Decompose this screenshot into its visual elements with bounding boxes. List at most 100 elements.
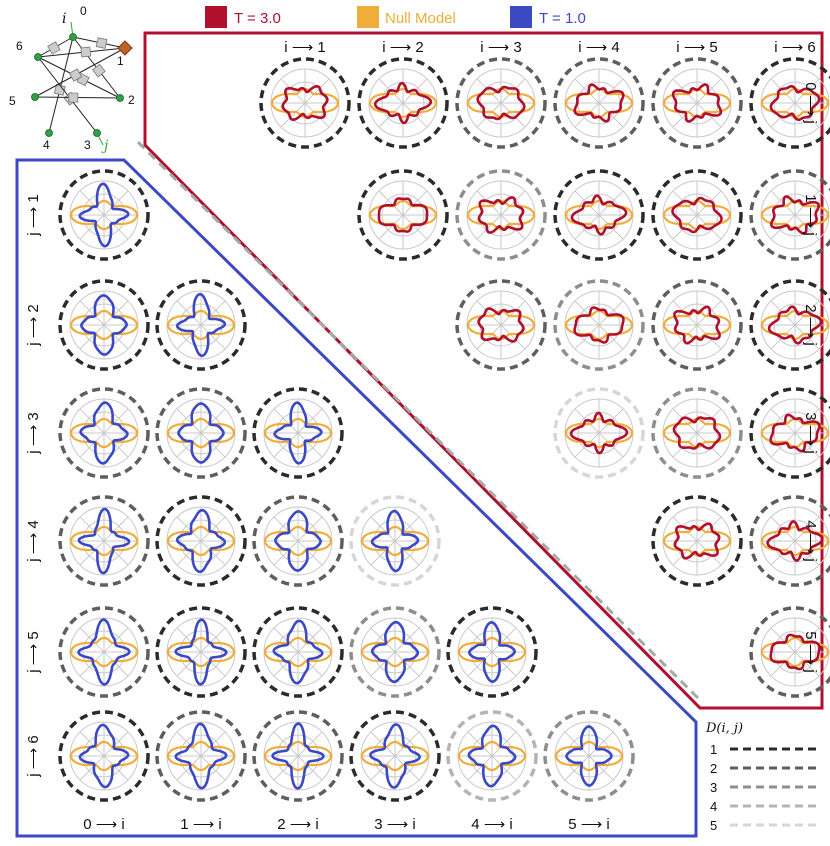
null-model-curve [466, 87, 536, 119]
t1-curve [565, 725, 613, 787]
cell-upper-r1-c1 [357, 169, 449, 261]
distance-level-label: 4 [710, 799, 717, 814]
cell-upper-r0-c5 [749, 57, 830, 149]
graph-edge-factor [68, 68, 83, 82]
distance-ring [58, 279, 150, 371]
distance-level-label: 1 [710, 742, 717, 757]
t1-curve [77, 618, 131, 686]
t1-curve [271, 722, 325, 790]
cell-lower-r1-c0 [58, 279, 150, 371]
lower-col-label: 2 ⟶ i [277, 816, 319, 833]
graph-node [34, 53, 42, 61]
distance-ring [651, 279, 743, 371]
null-model-curve [166, 417, 236, 449]
graph-edge-factor [80, 46, 92, 58]
distance-ring [357, 57, 449, 149]
distance-ring [58, 387, 150, 479]
t1-curve [370, 509, 420, 573]
t3-curve [570, 194, 628, 236]
lower-col-label: 1 ⟶ i [180, 816, 222, 833]
legend-swatch-null [357, 6, 379, 28]
null-model-curve [466, 309, 536, 341]
distance-ring [651, 495, 743, 587]
t3-curve [671, 196, 723, 234]
null-model-curve [69, 417, 139, 449]
graph-node [69, 33, 77, 41]
distance-ring [553, 169, 645, 261]
cell-upper-r0-c4 [651, 57, 743, 149]
t3-curve [767, 305, 823, 345]
polar-spoke [273, 731, 323, 781]
polar-spoke [574, 408, 624, 458]
upper-panel-frame [143, 31, 824, 710]
cell-upper-r3-c4 [651, 387, 743, 479]
distance-ring [259, 57, 351, 149]
cell-upper-r2-c2 [455, 279, 547, 371]
polar-spoke [176, 516, 226, 566]
cell-upper-r4-c5 [749, 495, 830, 587]
polar-spoke [770, 408, 820, 458]
polar-spoke [378, 78, 428, 128]
graph-node-label: 4 [43, 138, 50, 152]
cell-upper-r0-c2 [455, 57, 547, 149]
polar-spoke [273, 516, 323, 566]
polar-spoke [467, 627, 517, 677]
graph-edge-factor [68, 92, 79, 103]
upper-col-label: i ⟶ 3 [480, 39, 522, 56]
graph-node [31, 93, 39, 101]
lower-row-label: j ⟶ 6 [25, 735, 42, 778]
cell-upper-r3-c3 [553, 387, 645, 479]
t3-curve [672, 416, 722, 450]
distance-ring [58, 606, 150, 698]
t3-curve [573, 83, 625, 123]
cell-lower-r0-c0 [58, 169, 150, 261]
null-model-curve [166, 525, 236, 557]
t1-curve [80, 294, 128, 356]
lower-row-label: j ⟶ 4 [25, 520, 42, 563]
cell-upper-r0-c1 [357, 57, 449, 149]
distance-ring [155, 495, 247, 587]
t1-curve [175, 508, 227, 574]
distance-ring [58, 495, 150, 587]
polar-spoke [176, 408, 226, 458]
distance-legend-title: D(i, j) [705, 721, 743, 736]
graph-node [93, 129, 101, 137]
distance-ring [155, 279, 247, 371]
distance-ring [446, 710, 538, 802]
lower-row-label: j ⟶ 5 [25, 631, 42, 674]
upper-row-label: 2 ⟶ j [802, 304, 819, 346]
t1-curve [274, 510, 322, 572]
upper-col-label: i ⟶ 2 [382, 39, 424, 56]
distance-ring [252, 606, 344, 698]
distance-ring [155, 387, 247, 479]
cell-lower-r5-c1 [155, 710, 247, 802]
distance-ring [252, 495, 344, 587]
distance-ring [651, 387, 743, 479]
polar-spoke [672, 408, 722, 458]
lower-col-label: 5 ⟶ i [568, 816, 610, 833]
upper-row-label: 5 ⟶ j [802, 631, 819, 673]
t3-curve [373, 81, 433, 125]
distance-ring [252, 387, 344, 479]
distance-ring [58, 710, 150, 802]
graph-edge-factor [91, 63, 106, 78]
graph-node-label: 1 [117, 54, 124, 68]
polar-spoke [770, 78, 820, 128]
graph-edge-factor [47, 41, 61, 55]
distance-ring [455, 169, 547, 261]
t1-curve [467, 621, 517, 683]
null-model-curve [662, 417, 732, 449]
t3-curve [673, 522, 721, 560]
polar-spoke [273, 627, 323, 677]
polar-spoke [672, 190, 722, 240]
graph-node-special [117, 40, 133, 56]
legend-label-null: Null Model [385, 10, 456, 27]
t1-curve [79, 401, 129, 465]
polar-spoke [770, 516, 820, 566]
t3-curve [477, 196, 525, 234]
polar-spoke [79, 731, 129, 781]
polar-spoke [79, 516, 129, 566]
t1-curve [177, 402, 225, 464]
